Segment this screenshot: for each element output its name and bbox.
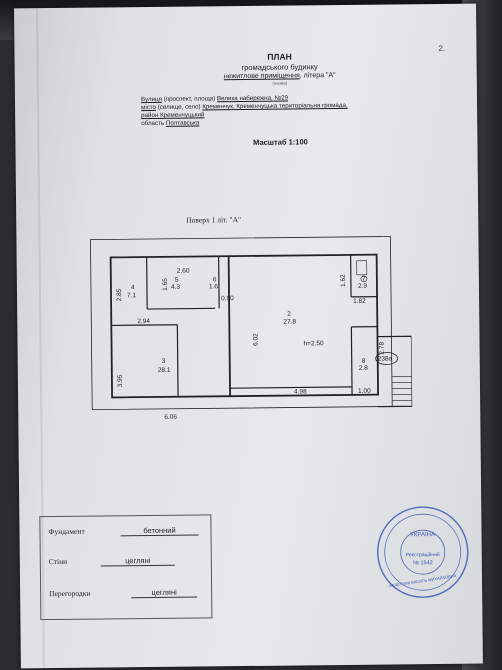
scale-label: Масштаб 1:100 [253,137,308,147]
room7-area: 2.9 [358,283,367,290]
foundation-label: Фундамент [48,526,85,537]
porch-steps [391,375,413,401]
region-label: область [141,119,166,128]
room3-area: 28.1 [158,367,171,374]
tag-label: 238а [378,355,393,362]
partitions-label: Перегородки [49,588,91,599]
wall-room8-left [350,326,353,395]
address-city-line: місто (селище, село) Кременчук, Кременчу… [141,102,348,112]
object-letter: , літера "А" [299,72,336,80]
address-region-line: область Полтавська [141,119,199,128]
stamp-middle-ring [384,513,462,591]
wall-room4-right [146,257,148,310]
room6-area: 1.6 [209,283,218,290]
wall-room3-right [176,324,179,397]
floor-label: Поверх 1 літ. "А" [186,215,242,225]
page-number: 2. [438,43,446,53]
wall-room2-left [227,256,231,397]
room5-area: 4.3 [171,284,180,291]
wall-room5-bottom [147,307,216,310]
city-hint: (селище, село) [155,103,203,111]
dim-1-62: 1.62 [340,274,347,287]
stamp-name: КАЛЕТНИК ВАСИЛЬ МИХАЙЛОВИЧ [389,573,457,588]
dim-6-06: 6.06 [164,414,177,421]
fixture-room7 [356,260,368,276]
walls-value: цеглянi [100,555,175,567]
plan-wall-main [109,253,379,399]
stamp-outer-ring [377,506,469,598]
street-label: Вулиця [140,95,162,104]
legend-box: Фундамент бетонний Стіни цеглянi Перегор… [39,514,213,621]
dim-2-78: 2.78 [379,342,386,355]
dim-4-98: 4.98 [294,388,307,395]
room4-area: 7.1 [127,292,136,299]
room2-num: 2 [287,311,291,318]
dim-2-85: 2.85 [116,288,123,301]
dim-1-00: 1.00 [358,388,371,395]
city-value: Кременчук, Кременчуцька територіальна гр… [202,101,348,111]
room5-num: 5 [175,277,179,284]
plan-outline-outer [90,236,393,411]
stamp-country: УКРАЇНА [410,531,435,538]
fixture-circle [360,275,368,283]
official-stamp: УКРАЇНА Реєстраційний № 1542 КАЛЕТНИК ВА… [377,506,469,598]
dim-1-65: 1.65 [162,278,169,291]
porch-outline [377,335,413,408]
dim-0-90: 0.90 [221,295,234,302]
foundation-value: бетонний [120,525,199,537]
stamp-reg-label: Реєстраційний [406,551,440,558]
room7-num: 7 [362,276,366,283]
room6-num: 6 [213,276,217,283]
floor-plan: 4 7.1 5 4.3 6 1.6 2 27.8 3 28.1 7 2.9 8 … [90,236,413,421]
room2-area: 27.8 [283,318,296,325]
room-height: h=2.50 [304,340,325,347]
object-type: нежитлове приміщення [223,72,300,81]
dim-2-94: 2.94 [137,318,150,325]
document-sheet: 2. ПЛАН громадського будинку нежитлове п… [14,3,483,669]
dim-3-95: 3.95 [117,374,124,387]
wall-room2-bottom [229,386,353,389]
room8-area: 2.8 [359,365,368,372]
wall-room4-bottom [111,324,178,327]
street-value: Велика набережна, №29 [216,94,289,103]
room3-num: 3 [162,358,166,365]
region-value: Полтавська [165,119,200,127]
stamp-reg-no: № 1542 [413,560,433,566]
walls-label: Стіни [48,556,68,567]
street-hint: (проспект, площа) [161,95,218,103]
wall-room6-left [218,256,220,309]
partitions-value: цеглянi [131,587,198,599]
room8-num: 8 [362,358,366,365]
city-label: місто [141,103,157,112]
stamp-inner-ring [400,529,446,575]
dim-1-82: 1.82 [353,298,366,305]
tag-circle [375,352,399,365]
room4-num: 4 [131,284,135,291]
dim-6-02: 6.02 [252,333,259,346]
object-note: (назва) [272,80,288,86]
dim-2-60: 2.60 [177,268,190,275]
